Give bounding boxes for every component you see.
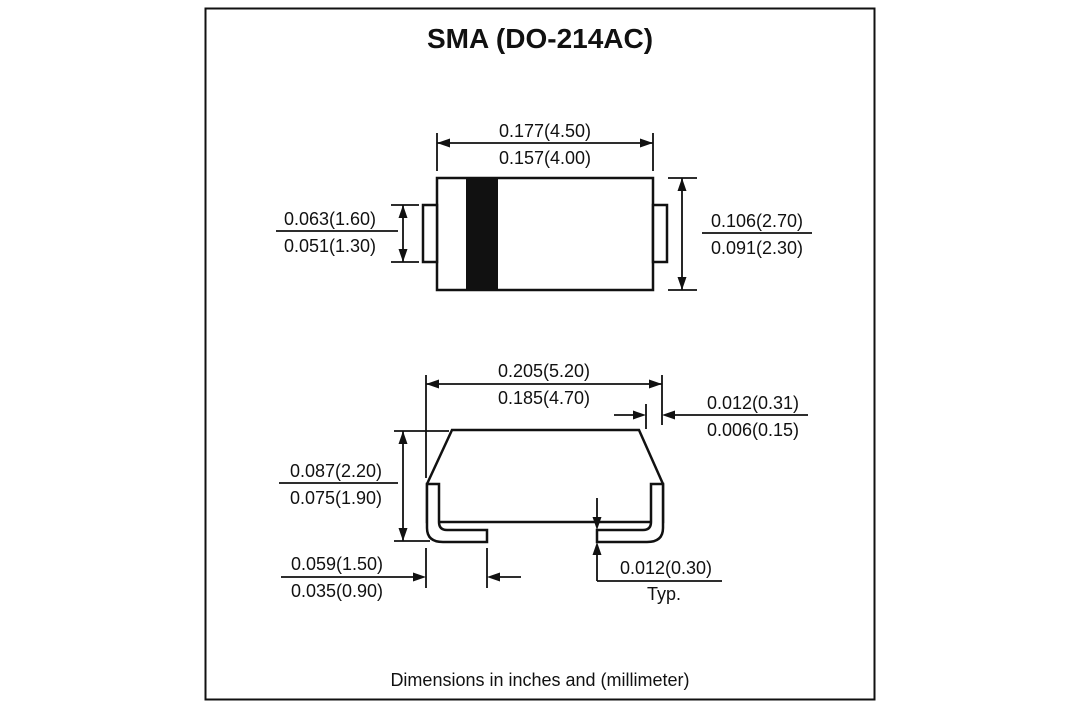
arrow-left-icon <box>487 572 500 582</box>
dim-foot-length-min: 0.035(0.90) <box>291 581 383 601</box>
diode-body-side-view <box>425 428 665 524</box>
dim-body-height-max: 0.106(2.70) <box>711 211 803 231</box>
arrow-right-icon <box>633 410 646 420</box>
right-terminal <box>651 203 669 264</box>
side-view <box>425 428 665 544</box>
dim-overall-width-max: 0.205(5.20) <box>498 361 590 381</box>
left-terminal <box>421 203 439 264</box>
arrow-right-icon <box>413 572 426 582</box>
arrow-up-icon <box>398 431 408 444</box>
dim-foot-length-max: 0.059(1.50) <box>291 554 383 574</box>
dim-body-height-min: 0.091(2.30) <box>711 238 803 258</box>
top-view-dimensions: 0.177(4.50) 0.157(4.00) 0.063(1.60) 0.05… <box>276 121 812 291</box>
arrow-left-icon <box>662 410 675 420</box>
arrow-down-icon <box>398 249 408 262</box>
dim-lead-thickness: 0.012(0.30) <box>620 558 712 578</box>
left-lead-side-view <box>425 482 489 544</box>
dim-top-width-min: 0.157(4.00) <box>499 148 591 168</box>
arrow-right-icon <box>640 138 653 148</box>
drawing-frame <box>204 7 876 701</box>
dim-overall-width-min: 0.185(4.70) <box>498 388 590 408</box>
arrow-up-icon <box>592 542 602 555</box>
arrow-down-icon <box>677 277 687 290</box>
arrow-left-icon <box>437 138 450 148</box>
arrow-down-icon <box>592 517 602 530</box>
dimension-units-note: Dimensions in inches and (millimeter) <box>390 670 689 690</box>
dim-lead-height-max: 0.063(1.60) <box>284 209 376 229</box>
arrow-left-icon <box>426 379 439 389</box>
arrow-up-icon <box>677 178 687 191</box>
side-view-dimensions: 0.205(5.20) 0.185(4.70) 0.012(0.31) 0.00… <box>279 361 808 604</box>
dim-lead-thickness-typ: Typ. <box>647 584 681 604</box>
dim-lead-extension-min: 0.006(0.15) <box>707 420 799 440</box>
dim-top-width-max: 0.177(4.50) <box>499 121 591 141</box>
top-view <box>421 176 669 292</box>
arrow-up-icon <box>398 205 408 218</box>
dim-lead-extension-max: 0.012(0.31) <box>707 393 799 413</box>
arrow-down-icon <box>398 528 408 541</box>
dim-lead-height-min: 0.051(1.30) <box>284 236 376 256</box>
arrow-right-icon <box>649 379 662 389</box>
cathode-band <box>466 178 498 290</box>
dim-profile-height-min: 0.075(1.90) <box>290 488 382 508</box>
page-title: SMA (DO-214AC) <box>427 23 653 54</box>
dim-profile-height-max: 0.087(2.20) <box>290 461 382 481</box>
